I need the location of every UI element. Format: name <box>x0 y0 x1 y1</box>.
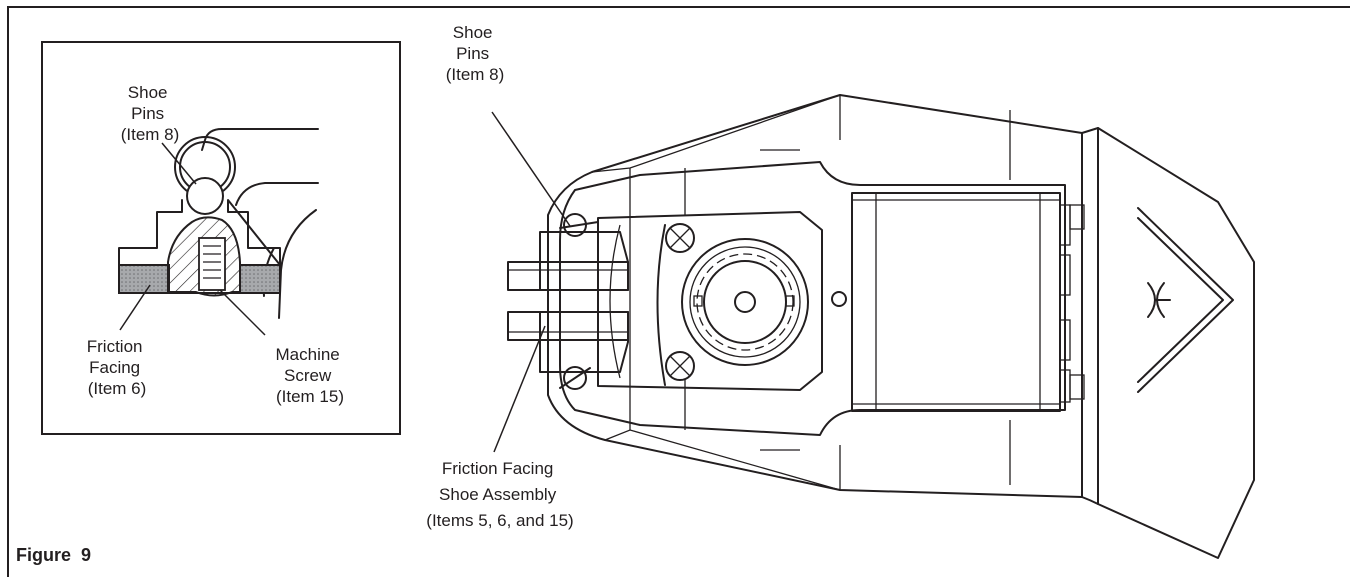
inset-shoe-pin <box>174 136 236 215</box>
inset-detail: Shoe Pins (Item 8) Friction Facing (Item… <box>41 41 401 435</box>
inset-facing-left <box>118 264 170 294</box>
housing-outline <box>547 94 1255 559</box>
motor-block <box>851 192 1085 412</box>
brake-assembly: Shoe Pins (Item 8) Friction Facing Shoe … <box>426 23 1255 559</box>
housing-hole <box>831 291 847 307</box>
center-plate <box>597 211 823 391</box>
inset-facing-right <box>239 264 281 294</box>
hub <box>681 238 809 366</box>
shoe-pins-label: Shoe Pins (Item 8) <box>446 23 505 84</box>
inset-machine-screw <box>198 237 226 291</box>
mounting-screws <box>656 223 695 386</box>
inset-shoe-pins-label: Shoe Pins (Item 8) <box>121 83 180 144</box>
inset-machine-screw-label: Machine Screw (Item 15) <box>276 345 345 406</box>
shoe-pin-bottom <box>559 366 591 390</box>
figure-caption: Figure 9 <box>16 545 92 565</box>
shoe-assembly-label: Friction Facing Shoe Assembly (Items 5, … <box>426 459 573 530</box>
logo-mark <box>1147 282 1171 318</box>
figure-frame <box>7 6 1350 577</box>
shoe-assembly <box>507 231 629 373</box>
cover-chevron <box>1137 207 1234 393</box>
shoe-pin-top <box>559 213 599 237</box>
inner-cavity <box>559 161 1066 436</box>
inset-friction-facing-label: Friction Facing (Item 6) <box>87 337 147 398</box>
inset-box <box>41 41 401 435</box>
